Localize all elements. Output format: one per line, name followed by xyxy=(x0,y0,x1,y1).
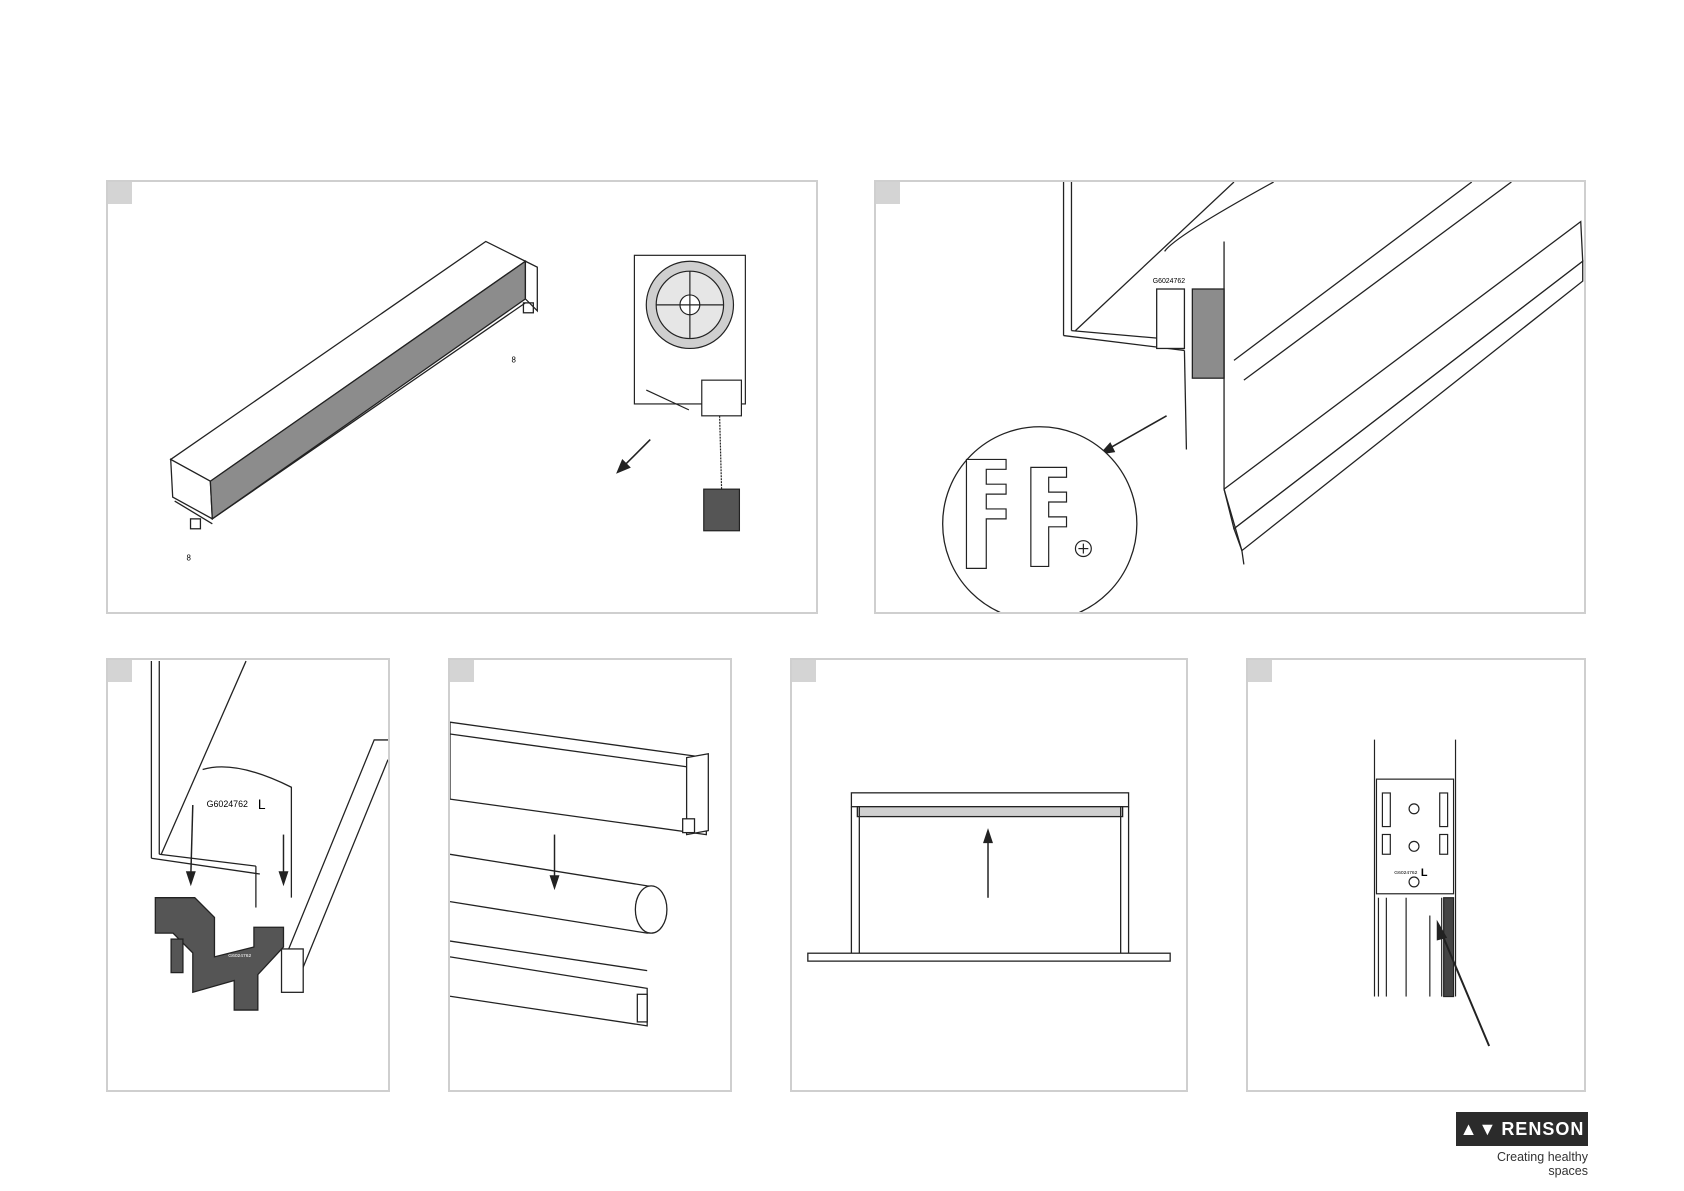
cassette-illustration: 8 8 xyxy=(108,182,816,612)
side-guide-illustration: G6024762 L xyxy=(1248,660,1584,1090)
frame-front-illustration xyxy=(792,660,1186,1090)
bracket-label: 8 xyxy=(512,355,517,364)
brand-tagline: Creating healthy spaces xyxy=(1456,1150,1588,1178)
panel-step-6: G6024762 L xyxy=(1246,658,1586,1092)
end-cap-illustration: G6024762 L G6024762 xyxy=(108,660,388,1090)
side-label: L xyxy=(1421,867,1428,879)
part-code-label: G6024762 xyxy=(207,799,248,809)
brand-name: RENSON xyxy=(1501,1119,1584,1140)
roller-insert-illustration xyxy=(450,660,730,1090)
renson-mark-icon: ▲▼ xyxy=(1460,1119,1498,1140)
part-code-label: G6024762 xyxy=(1394,870,1417,876)
panel-step-3: G6024762 L G6024762 xyxy=(106,658,390,1092)
panel-step-1: 8 8 xyxy=(106,180,818,614)
bracket-detail-illustration: G6024762 xyxy=(876,182,1584,612)
part-code-small: G6024762 xyxy=(228,953,251,959)
panel-step-2: G6024762 xyxy=(874,180,1586,614)
part-code-label: G6024762 xyxy=(1153,278,1185,285)
renson-logo: ▲▼ RENSON xyxy=(1456,1112,1588,1146)
bracket-label: 8 xyxy=(187,553,192,562)
panel-step-4 xyxy=(448,658,732,1092)
panel-step-5 xyxy=(790,658,1188,1092)
side-label: L xyxy=(258,797,266,812)
